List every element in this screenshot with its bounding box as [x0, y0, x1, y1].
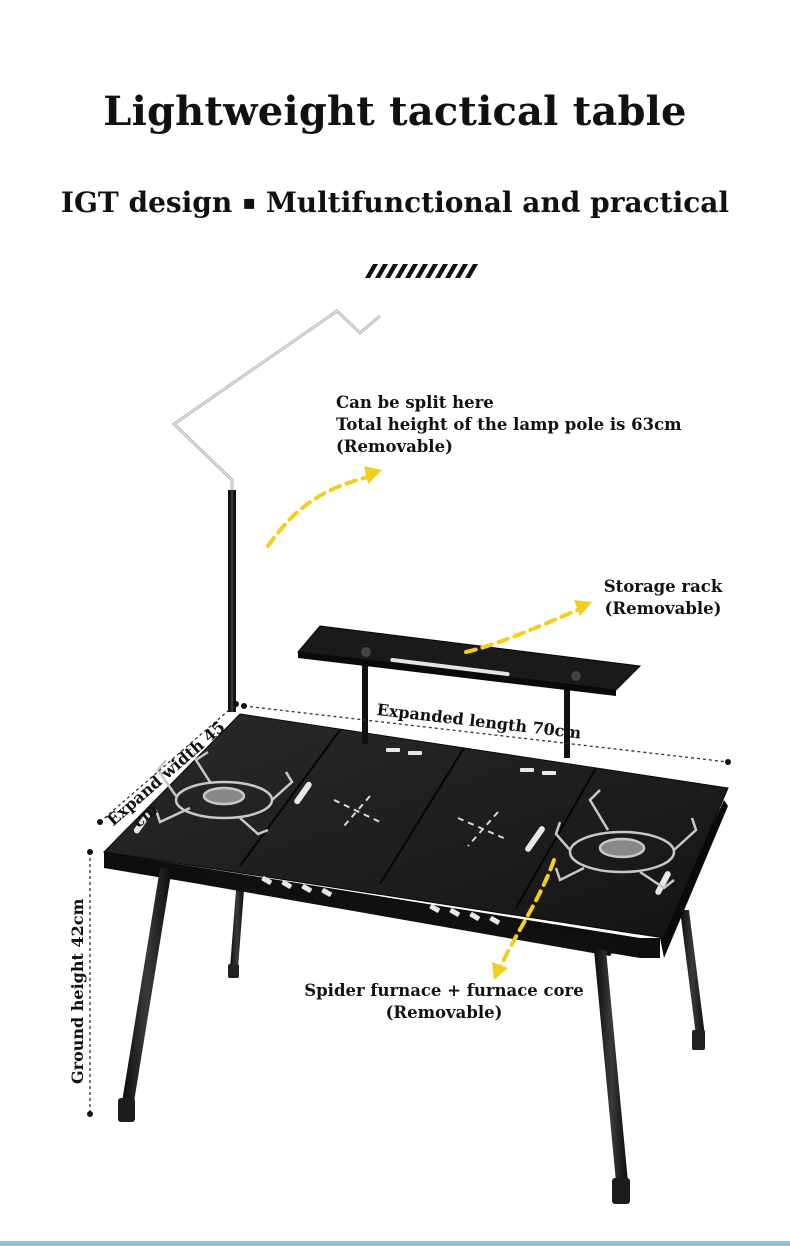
callout-arrows: [266, 474, 584, 970]
storage-rack: [297, 625, 642, 758]
lamp-pole: [171, 309, 381, 712]
page-subtitle: IGT design ▪ Multifunctional and practical: [0, 186, 790, 219]
lamp-pole-line1: Can be split here: [336, 393, 494, 412]
bottom-border: [0, 1241, 790, 1246]
back-legs: [228, 890, 705, 1050]
lamp-pole-annotation: Can be split here Total height of the la…: [336, 392, 682, 458]
subtitle-right: Multifunctional and practical: [265, 186, 730, 219]
stripes-decoration: [365, 264, 478, 278]
lamp-pole-line2: Total height of the lamp pole is 63cm: [336, 415, 682, 434]
dimension-lines: [89, 703, 729, 1114]
ground-height-label: Ground height 42cm: [68, 898, 87, 1084]
left-stove: [154, 750, 294, 836]
spider-furnace-annotation: Spider furnace + furnace core (Removable…: [296, 980, 592, 1024]
storage-rack-line1: Storage rack: [603, 577, 723, 596]
lamp-pole-line3: (Removable): [336, 437, 453, 456]
page-title: Lightweight tactical table: [103, 88, 687, 135]
panel-x-marks: [333, 795, 509, 847]
subtitle-separator: ▪: [242, 190, 256, 214]
right-stove: [554, 789, 698, 890]
front-legs: [118, 868, 630, 1204]
spider-furnace-line2: (Removable): [385, 1003, 503, 1022]
spider-furnace-line1: Spider furnace + furnace core: [304, 981, 584, 1000]
storage-rack-line2: (Removable): [604, 599, 722, 618]
storage-rack-annotation: Storage rack (Removable): [598, 576, 728, 620]
subtitle-left: IGT design: [60, 186, 233, 219]
